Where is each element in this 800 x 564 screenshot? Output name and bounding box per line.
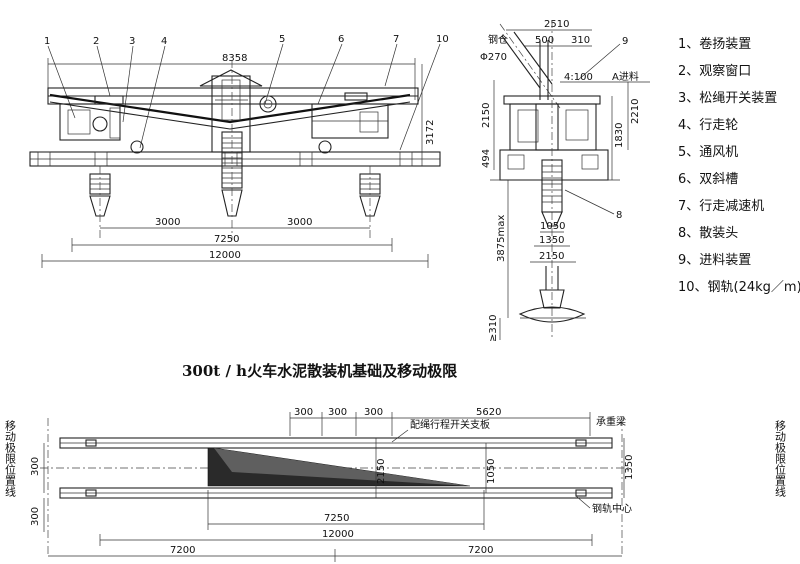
dim-ratio: 4:100 bbox=[564, 72, 593, 83]
front-elevation: 8358 1 2 3 4 5 6 7 10 bbox=[29, 34, 449, 268]
dim-1050-side: 1050 bbox=[540, 221, 565, 232]
dim-2210: 2210 bbox=[630, 99, 641, 124]
legend-item-2: 2、观察窗口 bbox=[678, 63, 751, 79]
dim-7200-right: 7200 bbox=[468, 545, 493, 556]
callout-4: 4 bbox=[161, 36, 167, 47]
dim-300-b: 300 bbox=[328, 407, 347, 418]
pipe-dia: Φ270 bbox=[480, 52, 507, 63]
dim-1830: 1830 bbox=[614, 123, 625, 148]
dim-2150-plan: 2150 bbox=[376, 459, 387, 484]
dim-2510: 2510 bbox=[544, 19, 569, 30]
dim-1350-side: 1350 bbox=[539, 235, 564, 246]
legend-item-3: 3、松绳开关装置 bbox=[678, 91, 777, 106]
dim-300-v-top: 300 bbox=[30, 457, 41, 476]
legend: 1、卷扬装置 2、观察窗口 3、松绳开关装置 4、行走轮 5、通风机 6、双斜槽… bbox=[678, 36, 800, 295]
dim-300-a: 300 bbox=[294, 407, 313, 418]
dim-7250-front: 7250 bbox=[214, 234, 239, 245]
legend-item-10: 10、钢轨(24kg／m) bbox=[678, 280, 800, 295]
callout-5: 5 bbox=[279, 34, 285, 45]
callout-6: 6 bbox=[338, 34, 344, 45]
dim-494: 494 bbox=[481, 149, 492, 168]
dim-3000-right: 3000 bbox=[287, 217, 312, 228]
callout-7: 7 bbox=[393, 34, 399, 45]
callout-10: 10 bbox=[436, 34, 449, 45]
drawing-title: 300t / h火车水泥散装机基础及移动极限 bbox=[182, 362, 457, 380]
dim-300-v-bottom: 300 bbox=[30, 507, 41, 526]
callout-2: 2 bbox=[93, 36, 99, 47]
dim-310: 310 bbox=[571, 35, 590, 46]
legend-item-5: 5、通风机 bbox=[678, 145, 738, 160]
legend-item-8: 8、散装头 bbox=[678, 226, 738, 241]
note-feed: A进料 bbox=[612, 70, 639, 83]
dim-1350-plan: 1350 bbox=[624, 455, 635, 480]
dim-310-bottom: ≥310 bbox=[488, 315, 499, 342]
dim-2150-side: 2150 bbox=[481, 103, 492, 128]
dim-7200-left: 7200 bbox=[170, 545, 195, 556]
dim-12000-plan: 12000 bbox=[322, 529, 354, 540]
note-rail-center: 钢轨中心 bbox=[592, 502, 632, 515]
dim-8358: 8358 bbox=[222, 53, 247, 64]
dim-300-c: 300 bbox=[364, 407, 383, 418]
legend-item-7: 7、行走减速机 bbox=[678, 199, 764, 214]
dim-3000-left: 3000 bbox=[155, 217, 180, 228]
legend-item-6: 6、双斜槽 bbox=[678, 172, 738, 187]
dim-7250-plan: 7250 bbox=[324, 513, 349, 524]
note-right-limit: 移动极限位置线 bbox=[774, 420, 787, 497]
note-beam: 承重梁 bbox=[596, 415, 626, 428]
note-gangcang: 钢仓 bbox=[488, 33, 508, 46]
callout-9: 9 bbox=[622, 36, 628, 47]
dim-1050-plan: 1050 bbox=[486, 459, 497, 484]
dim-5620: 5620 bbox=[476, 407, 501, 418]
plan-view: 300 300 300 5620 配绳行程开关支板 承重梁 移动极限位置线 移动… bbox=[4, 407, 787, 562]
dim-3875max: 3875max bbox=[496, 215, 507, 262]
note-left-limit: 移动极限位置线 bbox=[4, 420, 17, 497]
legend-item-4: 4、行走轮 bbox=[678, 118, 738, 133]
callout-1: 1 bbox=[44, 36, 50, 47]
dim-500: 500 bbox=[535, 35, 554, 46]
dim-3172: 3172 bbox=[425, 120, 436, 145]
note-switch-plate: 配绳行程开关支板 bbox=[410, 418, 490, 431]
dim-2150-side-b: 2150 bbox=[539, 251, 564, 262]
callout-3: 3 bbox=[129, 36, 135, 47]
side-elevation: 2510 500 310 钢仓 Φ270 9 4:100 A进料 2150 bbox=[480, 19, 650, 342]
legend-item-1: 1、卷扬装置 bbox=[678, 36, 751, 52]
callout-8: 8 bbox=[616, 210, 622, 221]
legend-item-9: 9、进料装置 bbox=[678, 253, 751, 268]
dim-12000-front: 12000 bbox=[209, 250, 241, 261]
